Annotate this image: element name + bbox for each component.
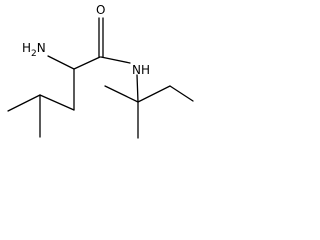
amine-h: H (22, 41, 31, 55)
bond-layer (7, 17, 194, 139)
bond-cquat-ethyl-ch2 (137, 85, 171, 103)
bond-calpha-ccarbonyl (73, 56, 101, 70)
amine-n: N (37, 41, 46, 55)
amine-subscript: 2 (31, 49, 37, 59)
bond-ch-methyl-1 (7, 94, 41, 112)
bond-ccarbonyl-n (100, 56, 131, 64)
bond-cquat-methyl-left (104, 85, 139, 103)
amide-nitrogen-label: NH (132, 63, 150, 77)
bond-n-cquat (136, 74, 139, 103)
amine-label: H2N (22, 41, 46, 59)
label-layer: H2N O NH (22, 3, 150, 77)
carbonyl-oxygen-label: O (96, 3, 105, 17)
bond-calpha-nh2 (47, 55, 75, 70)
bond-ch2-ch (39, 94, 75, 111)
bond-ethyl-ch2-ch3 (169, 85, 194, 102)
structure-diagram: H2N O NH (7, 3, 194, 139)
